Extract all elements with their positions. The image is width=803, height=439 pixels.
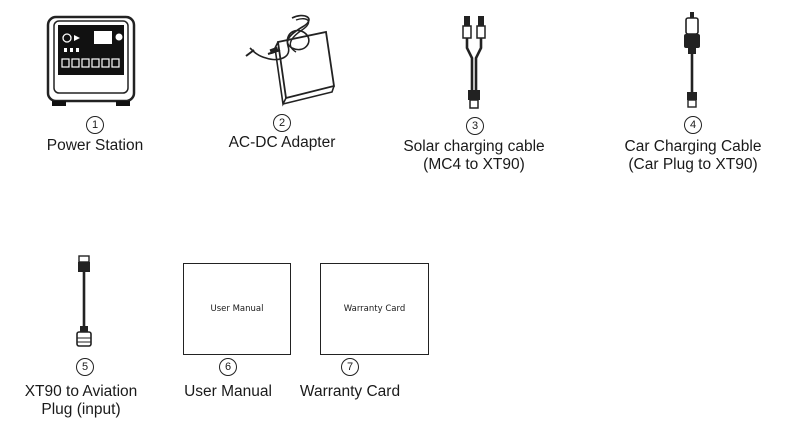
item-label-power-station: Power Station	[20, 137, 170, 155]
item-number-1: 1	[86, 116, 104, 134]
item-label-user-manual: User Manual	[153, 383, 303, 401]
item-number-2: 2	[273, 114, 291, 132]
label-line: AC-DC Adapter	[228, 134, 336, 151]
item-number-7: 7	[341, 358, 359, 376]
label-line: User Manual	[184, 383, 272, 400]
item-label-car-charging-cable: Car Charging Cable (Car Plug to XT90)	[603, 138, 783, 174]
car-cable-icon	[684, 12, 700, 108]
item-number-5: 5	[76, 358, 94, 376]
ac-dc-adapter-icon	[245, 14, 336, 107]
label-line: (MC4 to XT90)	[423, 156, 525, 173]
warranty-card: Warranty Card	[320, 263, 429, 355]
user-manual-card: User Manual	[183, 263, 291, 355]
label-line: Car Charging Cable	[624, 138, 762, 155]
aviation-cable-icon	[76, 255, 92, 347]
item-label-xt90-aviation: XT90 to Aviation Plug (input)	[6, 383, 156, 419]
item-label-warranty-card: Warranty Card	[275, 383, 425, 401]
user-manual-card-text: User Manual	[210, 304, 264, 314]
label-line: Solar charging cable	[403, 138, 545, 155]
label-line: Warranty Card	[299, 383, 401, 400]
item-label-solar-charging-cable: Solar charging cable (MC4 to XT90)	[384, 138, 564, 174]
solar-cable-icon	[462, 16, 486, 109]
item-number-3: 3	[466, 117, 484, 135]
item-number-6: 6	[219, 358, 237, 376]
item-label-ac-dc-adapter: AC-DC Adapter	[207, 134, 357, 152]
label-line: Power Station	[46, 137, 144, 154]
item-number-4: 4	[684, 116, 702, 134]
label-line: (Car Plug to XT90)	[628, 156, 758, 173]
label-line: XT90 to Aviation	[24, 383, 138, 400]
power-station-icon	[46, 15, 136, 106]
label-line: Plug (input)	[41, 401, 121, 418]
warranty-card-text: Warranty Card	[343, 304, 406, 314]
